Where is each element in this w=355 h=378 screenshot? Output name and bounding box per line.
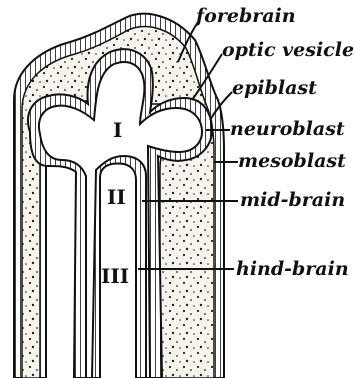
label-optic-vesicle: optic vesicle	[222, 39, 354, 61]
midbrain-numeral: II	[107, 185, 126, 209]
forebrain-numeral: I	[113, 118, 122, 142]
hindbrain-numeral: III	[101, 264, 129, 288]
label-neuroblast: neuroblast	[230, 118, 345, 140]
label-hind-brain: hind-brain	[236, 258, 349, 280]
label-mesoblast: mesoblast	[238, 150, 346, 172]
label-forebrain: forebrain	[194, 5, 296, 27]
label-epiblast: epiblast	[232, 77, 317, 99]
label-mid-brain: mid-brain	[240, 189, 345, 211]
